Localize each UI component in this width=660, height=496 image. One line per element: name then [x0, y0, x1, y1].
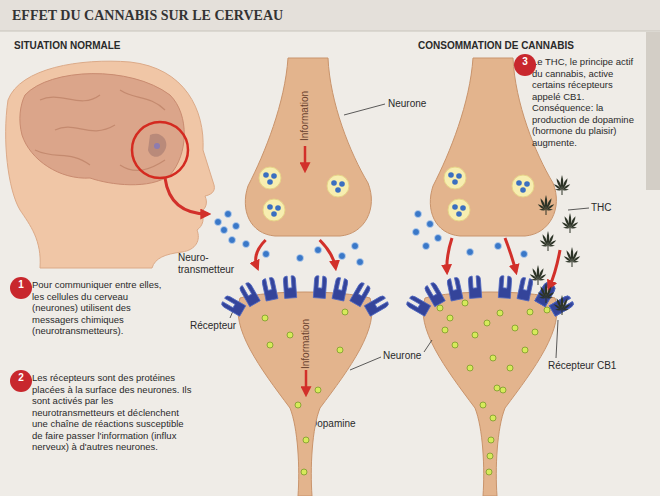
neuron-body	[245, 58, 371, 236]
callout-number-text: 3	[514, 54, 536, 70]
callout-number: 2	[10, 370, 32, 392]
callout-number: 3	[514, 54, 536, 76]
neuron-body	[221, 276, 390, 496]
neuron-shape: Information	[240, 58, 375, 240]
synapse-arrow	[256, 240, 266, 268]
synapse-arrow	[320, 240, 336, 268]
section-heading: CONSOMMATION DE CANNABIS	[418, 40, 574, 52]
callout-text: Pour communiquer entre elles, les cellul…	[32, 279, 172, 337]
signal-arrow	[304, 146, 307, 170]
signal-label: Information	[299, 91, 311, 141]
part-label: Récepteur	[190, 320, 236, 332]
diagram-title: EFFET DU CANNABIS SUR LE CERVEAU	[12, 8, 283, 24]
neuron-outline	[220, 268, 390, 496]
part-label: Neurone	[388, 98, 426, 110]
part-label: THC	[591, 202, 612, 214]
section-heading: SITUATION NORMALE	[14, 40, 120, 52]
callout-number-text: 1	[10, 277, 32, 293]
callout-number: 1	[10, 277, 32, 299]
signal-label: Information	[300, 319, 312, 369]
neuron-outline	[240, 58, 375, 240]
callout-text: Le THC, le principe actif du cannabis, a…	[532, 56, 642, 148]
part-label: Récepteur CB1	[548, 360, 616, 372]
neuron-shape: Information	[220, 268, 390, 496]
part-label: Neuro-transmetteur	[178, 252, 240, 276]
callout-text: Les récepteurs sont des protéines placée…	[32, 372, 194, 453]
signal-arrow	[305, 370, 308, 394]
part-label: Neurone	[383, 350, 421, 362]
callout-number-text: 2	[10, 370, 32, 386]
